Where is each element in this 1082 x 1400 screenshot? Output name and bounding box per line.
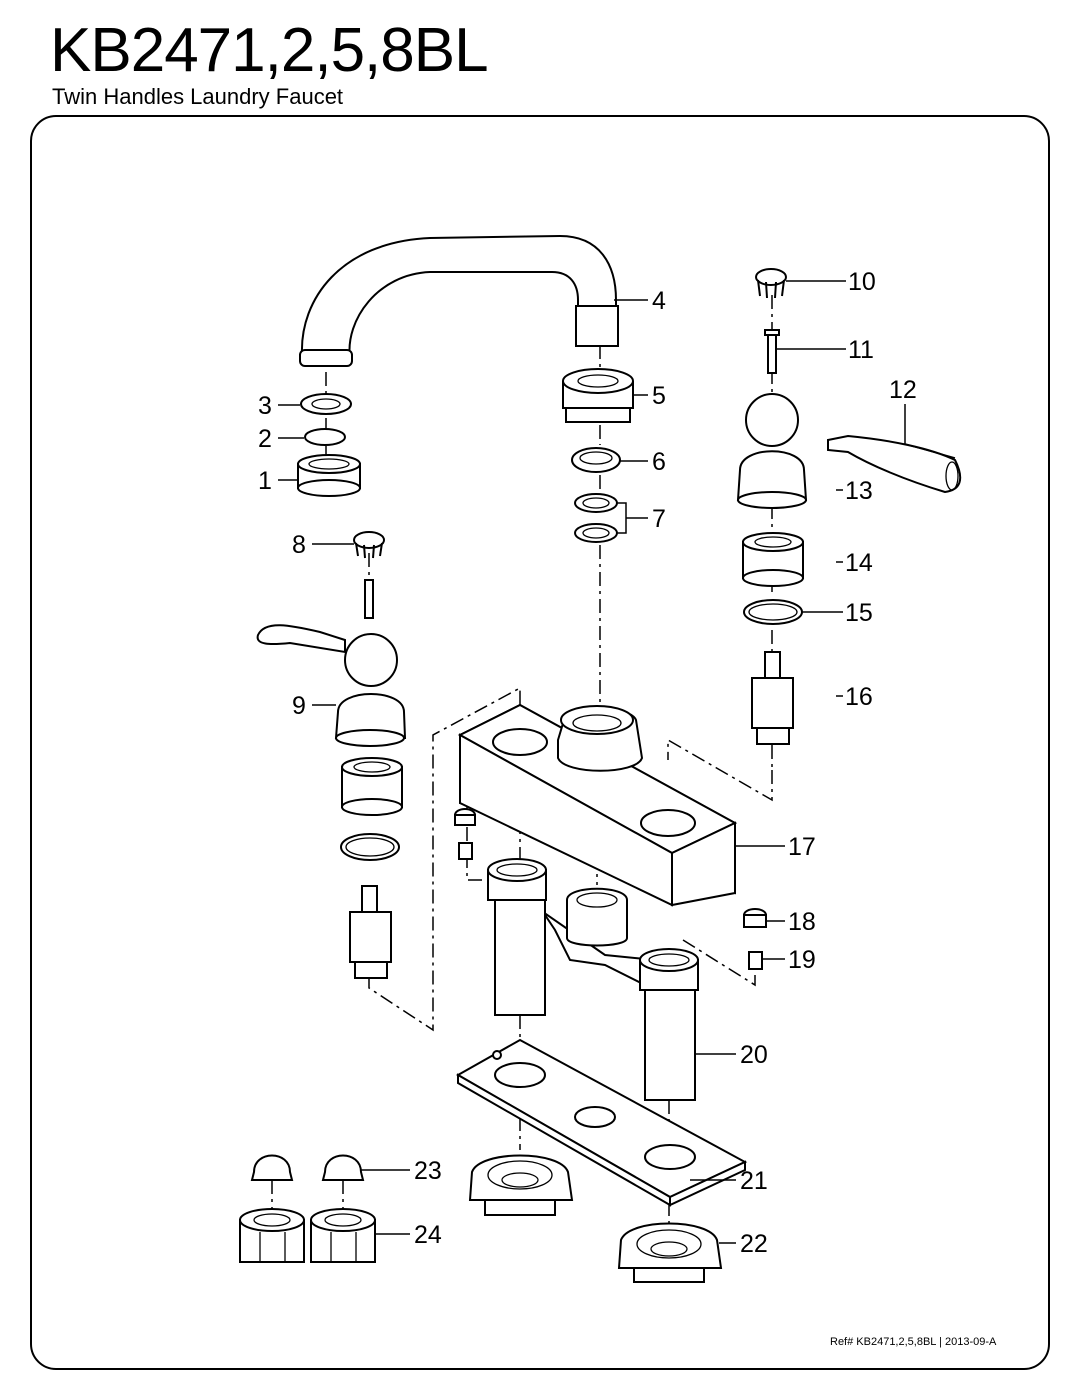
part-10-index-cap <box>755 268 787 299</box>
part-screw-left <box>364 579 374 619</box>
part-8-index-cap <box>353 531 385 559</box>
part-3-washer <box>300 393 352 415</box>
callout-8: 8 <box>292 531 306 559</box>
callout-21: 21 <box>740 1167 768 1195</box>
diagram-frame <box>30 115 1050 1370</box>
part-22-mounting-nut-left <box>468 1154 574 1216</box>
callout-5: 5 <box>652 382 666 410</box>
part-22-mounting-nut <box>617 1222 723 1283</box>
part-23-ferrule <box>321 1154 365 1181</box>
callout-24: 24 <box>414 1221 442 1249</box>
callout-15: 15 <box>845 599 873 627</box>
part-23-ferrule-left <box>250 1154 294 1181</box>
part-24-coupling-nut-left <box>239 1208 305 1263</box>
callout-6: 6 <box>652 448 666 476</box>
callout-14: 14 <box>845 549 873 577</box>
part-11-screw <box>764 329 780 374</box>
callout-20: 20 <box>740 1041 768 1069</box>
part-spout <box>299 234 619 367</box>
part-18-seat <box>743 908 767 928</box>
part-7-o-ring-a <box>574 493 618 513</box>
callout-13: 13 <box>845 477 873 505</box>
callout-12: 12 <box>889 376 917 404</box>
callout-9: 9 <box>292 692 306 720</box>
reference-footer: Ref# KB2471,2,5,8BL | 2013-09-A <box>830 1336 997 1348</box>
part-24-coupling-nut <box>310 1208 376 1263</box>
callout-16: 16 <box>845 683 873 711</box>
part-o-ring-left <box>340 833 400 861</box>
part-5-spout-nut <box>562 368 634 423</box>
part-21-base-plate <box>455 1038 748 1207</box>
part-19-spring <box>748 951 763 970</box>
part-2-aerator-screen <box>304 428 346 446</box>
part-17-faucet-body <box>457 703 738 907</box>
part-9-handle <box>256 624 407 747</box>
part-16-cartridge <box>751 651 794 745</box>
callout-23: 23 <box>414 1157 442 1185</box>
callout-2: 2 <box>258 425 272 453</box>
page-title: KB2471,2,5,8BL <box>50 16 489 85</box>
part-13-handle-hub <box>736 393 808 509</box>
callout-10: 10 <box>848 268 876 296</box>
part-7-o-ring-b <box>574 523 618 543</box>
part-14-bonnet-nut <box>742 532 804 587</box>
callout-17: 17 <box>788 833 816 861</box>
callout-labels: 1 2 3 4 5 6 7 8 9 10 11 12 13 14 15 16 1… <box>258 268 917 1258</box>
page-subtitle: Twin Handles Laundry Faucet <box>52 84 344 109</box>
callout-3: 3 <box>258 392 272 420</box>
callout-1: 1 <box>258 467 272 495</box>
callout-19: 19 <box>788 946 816 974</box>
callout-22: 22 <box>740 1230 768 1258</box>
part-seat-spring-left <box>454 808 476 860</box>
callout-4: 4 <box>652 287 666 315</box>
callout-leaders <box>278 280 956 1244</box>
part-cartridge-left <box>349 885 392 979</box>
part-1-aerator <box>297 454 361 497</box>
callout-7: 7 <box>652 505 666 533</box>
part-bonnet-nut-left <box>341 757 403 816</box>
callout-11: 11 <box>848 336 874 364</box>
part-20-shanks <box>487 858 699 1101</box>
callout-18: 18 <box>788 908 816 936</box>
